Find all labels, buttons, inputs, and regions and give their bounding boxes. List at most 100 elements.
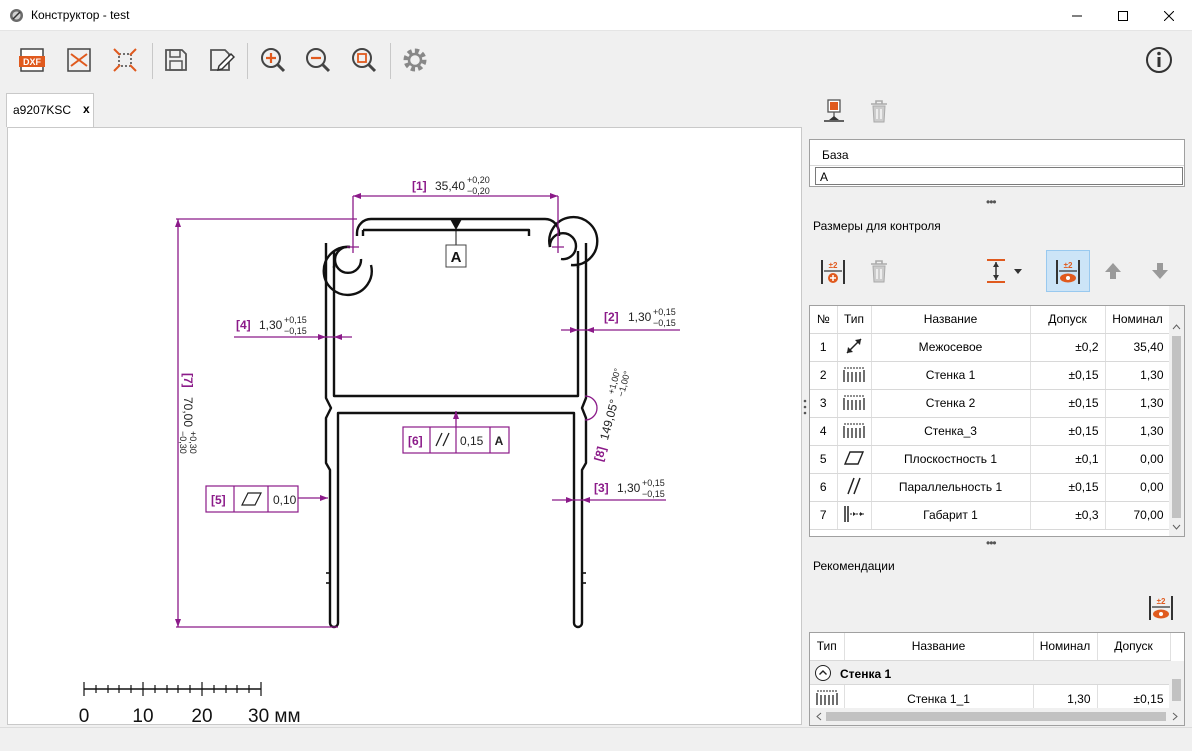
svg-text:DXF: DXF xyxy=(23,57,42,67)
resize-grip[interactable]: ••• xyxy=(986,195,997,209)
dim-tol-down: −0,15 xyxy=(284,326,307,336)
tab-document[interactable]: a9207KSC x xyxy=(6,93,94,127)
collapse-icon[interactable] xyxy=(814,664,832,682)
table-row[interactable]: 5 Плоскостность 1 ±0,1 0,00 xyxy=(810,445,1171,474)
zoom-fit-button[interactable] xyxy=(346,41,382,79)
column-header[interactable]: Тип xyxy=(837,306,872,334)
show-tolerance-toggle[interactable]: ±2 xyxy=(1046,250,1090,292)
scrollbar-thumb[interactable] xyxy=(1172,679,1181,701)
panel-splitter[interactable] xyxy=(802,395,808,419)
main-toolbar: DXF xyxy=(0,31,1192,91)
group-row[interactable]: Стенка 1 xyxy=(810,661,1170,685)
tolerance-cell: ±0,1 xyxy=(1030,445,1106,474)
scroll-up-icon xyxy=(1172,324,1181,330)
datum-marker: A xyxy=(445,219,467,268)
add-dimension-icon: ±2 xyxy=(821,260,845,284)
dxf-file-icon: DXF xyxy=(19,48,45,72)
column-header[interactable]: Допуск xyxy=(1030,306,1106,334)
scale-label: 20 xyxy=(191,706,212,726)
tab-close-button[interactable]: x xyxy=(83,102,90,116)
parallelism-frame: [6] 0,15 A xyxy=(402,426,510,454)
expand-icon xyxy=(113,48,137,72)
profile-grooves xyxy=(326,572,586,584)
dim-id: [8] xyxy=(591,445,608,463)
column-header[interactable]: Номинал xyxy=(1105,306,1171,334)
name-cell: Габарит 1 xyxy=(871,501,1031,530)
frame-id: [5] xyxy=(211,493,226,507)
edit-button[interactable] xyxy=(203,41,239,79)
flatness-icon xyxy=(843,450,865,465)
expand-view-button[interactable] xyxy=(107,41,143,79)
column-header[interactable]: Номинал xyxy=(1033,633,1098,661)
column-header[interactable]: Название xyxy=(871,306,1031,334)
app-icon xyxy=(10,9,23,22)
rec-table: Тип Название Номинал Допуск xyxy=(810,633,1171,661)
column-header[interactable]: Название xyxy=(844,633,1034,661)
row-number: 2 xyxy=(810,361,838,390)
dxf-import-button[interactable]: DXF xyxy=(14,41,50,79)
control-dimensions-table[interactable]: № Тип Название Допуск Номинал 1 Межосево… xyxy=(809,305,1185,537)
document-tabs: a9207KSC x xyxy=(0,91,803,127)
wall-thickness-icon xyxy=(843,367,865,382)
add-control-dimension-button[interactable]: ±2 xyxy=(818,256,848,286)
save-button[interactable] xyxy=(158,41,194,79)
recommendations-table[interactable]: Тип Название Номинал Допуск Стенка 1 Сте… xyxy=(809,632,1185,726)
drawing-canvas[interactable]: [1] 35,40 +0,20 −0,20 [2] 1,30 +0,15 −0,… xyxy=(7,127,803,727)
tolerance-cell: ±0,3 xyxy=(1030,501,1106,530)
zoom-in-button[interactable] xyxy=(255,41,291,79)
vertical-scrollbar[interactable] xyxy=(1169,661,1184,709)
chevron-down-icon xyxy=(1014,269,1022,274)
dimension-type-dropdown[interactable] xyxy=(982,256,1024,286)
arrow-up-icon xyxy=(1105,263,1121,279)
delete-base-button[interactable] xyxy=(864,96,894,126)
dim-value: 1,30 xyxy=(259,318,283,332)
show-recommendation-tolerance-button[interactable]: ±2 xyxy=(1146,592,1176,622)
dim-tol-down: −0,15 xyxy=(653,318,676,328)
column-header[interactable]: № xyxy=(810,306,838,334)
resize-grip[interactable]: ••• xyxy=(986,536,997,550)
drawing-svg[interactable]: [1] 35,40 +0,20 −0,20 [2] 1,30 +0,15 −0,… xyxy=(8,128,803,727)
dims-table: № Тип Название Допуск Номинал 1 Межосево… xyxy=(810,306,1171,530)
fit-view-button[interactable] xyxy=(61,41,97,79)
gear-icon xyxy=(403,48,427,72)
name-cell: Плоскостность 1 xyxy=(871,445,1031,474)
settings-button[interactable] xyxy=(397,41,433,79)
table-row[interactable]: 7 Габарит 1 ±0,3 70,00 xyxy=(810,501,1171,530)
add-base-button[interactable] xyxy=(819,96,849,126)
arrow-down-icon xyxy=(1152,263,1168,279)
table-row[interactable]: 2 Стенка 1 ±0,15 1,30 xyxy=(810,361,1171,390)
delete-control-dimension-button[interactable] xyxy=(864,256,894,286)
dim-tol-up: +0,20 xyxy=(467,175,490,185)
minimize-icon xyxy=(1072,15,1082,16)
scroll-right-icon xyxy=(1172,712,1178,721)
column-header[interactable]: Тип xyxy=(810,633,845,661)
close-button[interactable] xyxy=(1146,0,1192,31)
frame-datum: A xyxy=(495,434,504,448)
nominal-cell: 0,00 xyxy=(1105,473,1171,502)
maximize-button[interactable] xyxy=(1100,0,1146,31)
info-button[interactable] xyxy=(1141,41,1177,79)
wall-thickness-icon xyxy=(816,690,838,706)
move-up-button[interactable] xyxy=(1098,256,1128,286)
minimize-button[interactable] xyxy=(1054,0,1100,31)
table-row[interactable]: 4 Стенка_3 ±0,15 1,30 xyxy=(810,417,1171,446)
base-row[interactable]: A xyxy=(815,167,1183,185)
scale-bar: 0 10 20 30 мм xyxy=(79,682,301,727)
vertical-scrollbar[interactable] xyxy=(1169,306,1184,536)
table-row[interactable]: 6 Параллельность 1 ±0,15 0,00 xyxy=(810,473,1171,502)
move-down-button[interactable] xyxy=(1145,256,1175,286)
dim-value: 70,00 xyxy=(181,397,195,427)
zoom-fit-icon xyxy=(352,48,377,73)
toolbar-separator xyxy=(152,43,153,79)
row-number: 6 xyxy=(810,473,838,502)
scale-label: 30 мм xyxy=(248,706,301,726)
table-row[interactable]: 1 Межосевое ±0,2 35,40 xyxy=(810,333,1171,362)
scrollbar-thumb[interactable] xyxy=(826,712,1166,721)
column-header[interactable]: Допуск xyxy=(1097,633,1171,661)
table-row[interactable]: 3 Стенка 2 ±0,15 1,30 xyxy=(810,389,1171,418)
horizontal-scrollbar[interactable] xyxy=(810,708,1184,725)
wall-thickness-icon xyxy=(843,395,865,410)
dim-tol-up: +0,15 xyxy=(642,478,665,488)
scrollbar-thumb[interactable] xyxy=(1172,336,1181,518)
zoom-out-button[interactable] xyxy=(300,41,336,79)
